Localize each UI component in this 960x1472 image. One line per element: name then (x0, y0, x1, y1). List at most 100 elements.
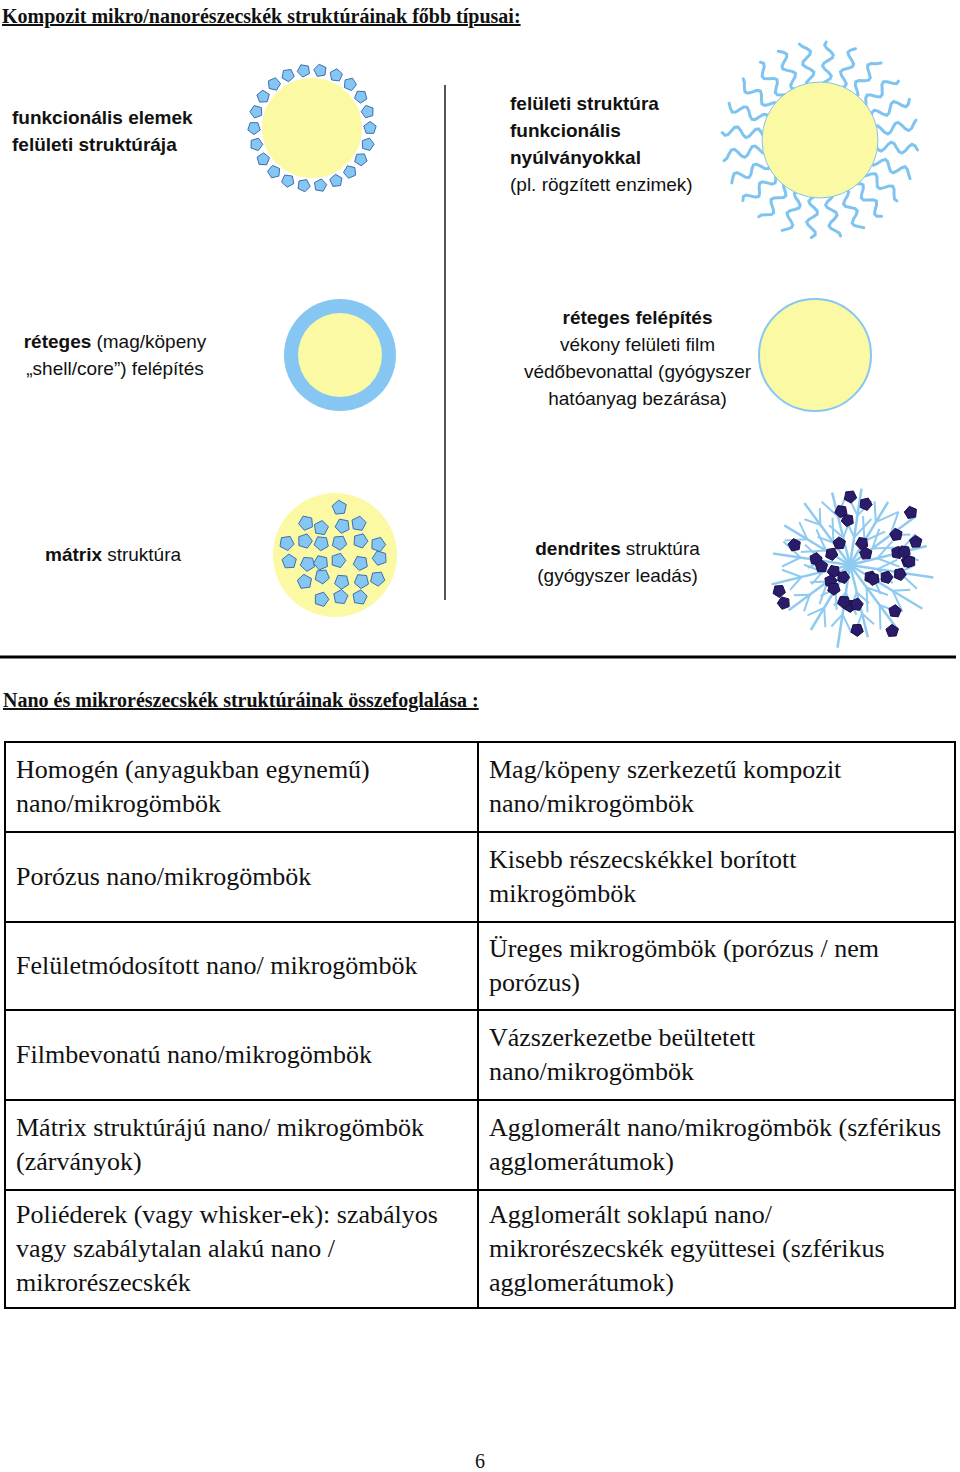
particle-pentagon (838, 571, 850, 583)
particle-pentagon (881, 571, 893, 583)
label-group: Kompozit mikro/nanorészecskék struktúrái… (2, 4, 702, 28)
particle-pentagon (250, 106, 262, 118)
dendrite-branch (829, 525, 843, 538)
particle-pentagon (835, 506, 847, 518)
dendrite-branch (875, 501, 876, 522)
particle-pentagon (355, 154, 367, 166)
particle-pentagon (269, 78, 281, 90)
particle-pentagon (314, 556, 328, 570)
particle-pentagon (332, 536, 346, 550)
particle-pentagon (268, 166, 280, 178)
dendrite-branch (863, 516, 865, 541)
particle-pentagon (826, 548, 838, 560)
structure-label: funkcionális elemek felületi struktúrája (12, 104, 227, 158)
structure-label: réteges (24, 331, 92, 352)
dendrite-branch (867, 588, 888, 596)
tendril (826, 195, 841, 237)
particle-pentagon (299, 534, 313, 548)
particle-pentagon (344, 78, 356, 90)
table-cell: Poliéderek (vagy whisker-ek): szabályos … (5, 1190, 478, 1308)
particle-pentagon (334, 590, 348, 604)
matrix-sphere (273, 493, 397, 617)
particle-pentagon (894, 568, 906, 580)
label-group: 6 (440, 1448, 520, 1472)
particle-pentagon (886, 624, 898, 636)
dendrite-branch (873, 529, 880, 549)
particle-pentagon (282, 70, 294, 82)
dendrite-branch (804, 595, 810, 612)
table-cell: Agglomerált soklapú nano/ mikrorészecské… (478, 1190, 955, 1308)
particle-pentagon (815, 560, 827, 572)
particle-pentagon (330, 174, 342, 186)
particle-pentagon (315, 570, 329, 584)
particle-pentagon (898, 546, 910, 558)
particle-pentagon (282, 554, 296, 568)
particle-pentagon (851, 598, 863, 610)
page-number: 6 (475, 1450, 485, 1472)
particle-pentagon (298, 180, 310, 192)
tendril (743, 79, 777, 106)
particle-pentagon (314, 64, 326, 76)
table-cell-text: Homogén (anyagukban egynemű) nano/mikrog… (16, 753, 467, 821)
tendril (863, 174, 897, 201)
particle-pentagon (251, 138, 263, 150)
table-cell-text: Mátrix struktúrájú nano/ mikrogömbök (zá… (16, 1111, 467, 1179)
particle-pentagon (777, 597, 789, 609)
label-group: réteges felépítésvékony felületi film vé… (500, 304, 775, 412)
particle-pentagon (372, 537, 386, 551)
particle-pentagon (353, 557, 367, 571)
dendrite-branch (804, 519, 820, 525)
dendrite-branch (819, 508, 822, 525)
particle-pentagon (297, 65, 309, 77)
structure-label: réteges felépítés (500, 304, 775, 331)
particle-pentagon (788, 539, 800, 551)
label-group: réteges(mag/köpeny „shell/core”) felépít… (5, 328, 225, 382)
particle-pentagon (364, 122, 376, 134)
particle-pentagon (833, 537, 845, 549)
tendril (844, 190, 864, 228)
particle-pentagon (315, 179, 327, 191)
tendril (875, 120, 916, 134)
particle-pentagon (315, 592, 329, 606)
particle-pentagon (314, 521, 328, 535)
particle-pentagon (344, 166, 356, 178)
tendril (855, 63, 881, 97)
dendrite-branch (772, 565, 850, 584)
coated-sphere (759, 299, 871, 411)
particle-pentagon (371, 572, 385, 586)
table-cell-text: Felületmódosított nano/ mikrogömbök (16, 949, 418, 983)
core-sphere (262, 78, 362, 178)
particle-pentagon (851, 624, 863, 636)
table-cell: Homogén (anyagukban egynemű) nano/mikrog… (5, 742, 478, 832)
dendrite-branch (843, 614, 852, 633)
table-cell: Porózus nano/mikrogömbök (5, 832, 478, 922)
particle-pentagon (282, 175, 294, 187)
particle-pentagon (248, 123, 260, 135)
tendril (841, 49, 856, 88)
particle-pentagon (332, 500, 346, 514)
table-cell: Filmbevonatú nano/mikrogömbök (5, 1010, 478, 1100)
section-heading: Nano és mikrorészecskék struktúráinak ös… (3, 689, 479, 711)
particle-pentagon (362, 138, 374, 150)
particle-pentagon (280, 536, 294, 550)
structure-label: felületi struktúra funkcionális nyúlvány… (510, 90, 750, 171)
dendrite-branch (811, 565, 850, 630)
tendril (799, 44, 814, 85)
particle-pentagon (828, 584, 840, 596)
summary-table: Homogén (anyagukban egynemű) nano/mikrog… (4, 741, 956, 1309)
horizontal-rule (0, 656, 956, 659)
dendrite-branch (850, 502, 888, 565)
tendril (807, 196, 818, 238)
particle-pentagon (860, 547, 872, 559)
particle-pentagon (890, 528, 902, 540)
dendrite-branch (879, 605, 882, 629)
dendrite-branch (794, 594, 810, 597)
table-cell: Vázszerkezetbe beültetett nano/mikrogömb… (478, 1010, 955, 1100)
label-group: Nano és mikrorészecskék struktúráinak ös… (3, 688, 903, 712)
structure-label: dendrites (535, 538, 621, 559)
table-cell-text: Üreges mikrogömbök (porózus / nem porózu… (489, 932, 944, 1000)
tendril (759, 183, 786, 217)
tendril (822, 42, 833, 84)
dendrite-branch (850, 565, 899, 631)
tendril (855, 184, 882, 217)
